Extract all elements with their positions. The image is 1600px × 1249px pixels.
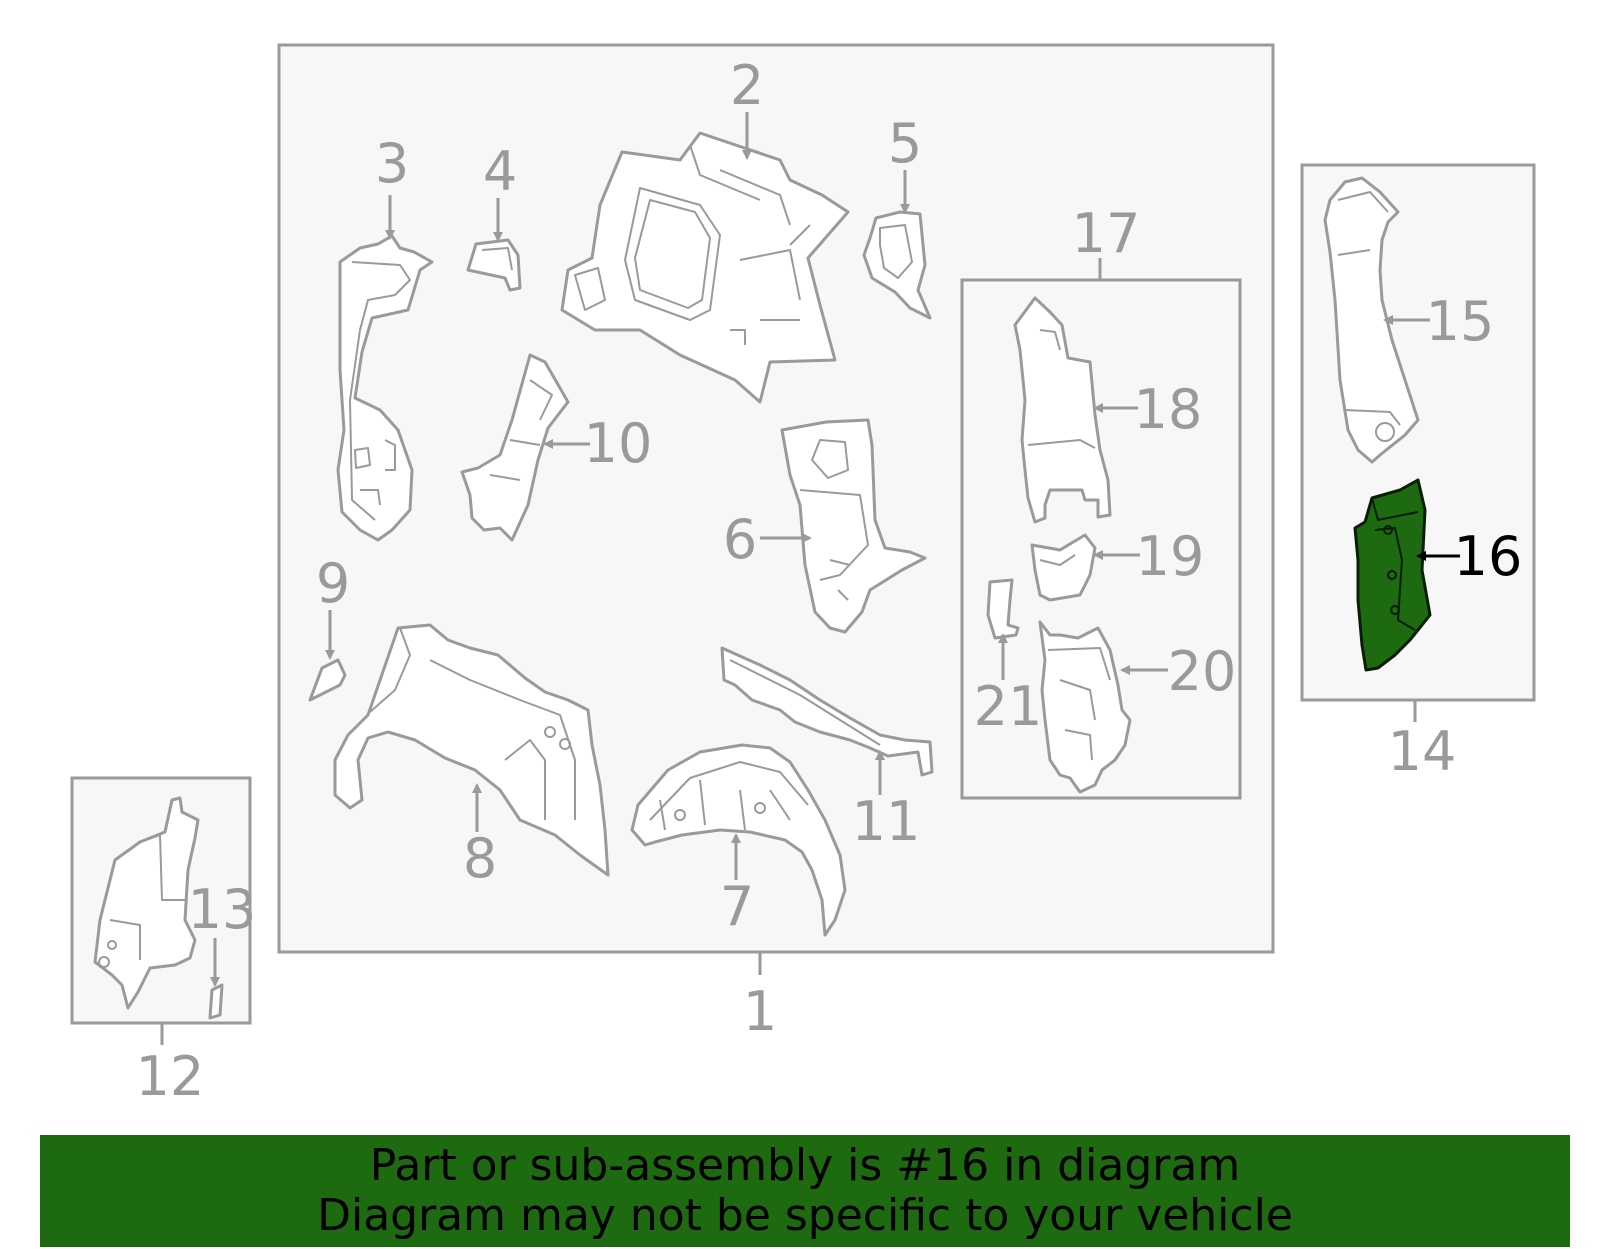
label-12: 12 (136, 1045, 205, 1108)
part-9 (308, 658, 347, 702)
label-5: 5 (888, 112, 922, 175)
part-2 (560, 131, 850, 404)
label-13: 13 (188, 878, 257, 941)
part-18 (1013, 296, 1112, 524)
part-15 (1323, 176, 1420, 464)
part-12 (93, 796, 200, 1010)
part-13 (208, 983, 224, 1020)
label-17: 17 (1072, 202, 1141, 265)
label-6: 6 (723, 508, 757, 571)
label-21: 21 (974, 675, 1043, 738)
banner-line-2: Diagram may not be specific to your vehi… (317, 1190, 1293, 1241)
label-1: 1 (743, 980, 777, 1043)
banner-line-1: Part or sub-assembly is #16 in diagram (369, 1140, 1241, 1191)
part-7 (630, 743, 847, 937)
part-5 (862, 210, 932, 320)
label-3: 3 (375, 132, 409, 195)
label-10: 10 (584, 412, 653, 475)
label-4: 4 (483, 140, 517, 203)
label-7: 7 (720, 875, 754, 938)
label-20: 20 (1168, 640, 1237, 703)
label-15: 15 (1426, 290, 1495, 353)
part-4 (466, 238, 522, 292)
part-21 (986, 578, 1020, 640)
part-20 (1038, 620, 1132, 794)
label-19: 19 (1136, 525, 1205, 588)
label-8: 8 (463, 827, 497, 890)
label-18: 18 (1134, 378, 1203, 441)
info-banner: Part or sub-assembly is #16 in diagram D… (40, 1135, 1570, 1247)
part-16 (1353, 478, 1432, 672)
label-14: 14 (1388, 720, 1457, 783)
part-8 (333, 623, 610, 877)
part-6 (780, 418, 927, 634)
part-19 (1030, 533, 1097, 602)
label-9: 9 (316, 552, 350, 615)
part-11 (720, 646, 934, 777)
label-16: 16 (1454, 525, 1523, 588)
label-2: 2 (730, 54, 764, 117)
part-10 (460, 353, 570, 542)
part-3 (336, 234, 434, 542)
label-11: 11 (852, 790, 921, 853)
